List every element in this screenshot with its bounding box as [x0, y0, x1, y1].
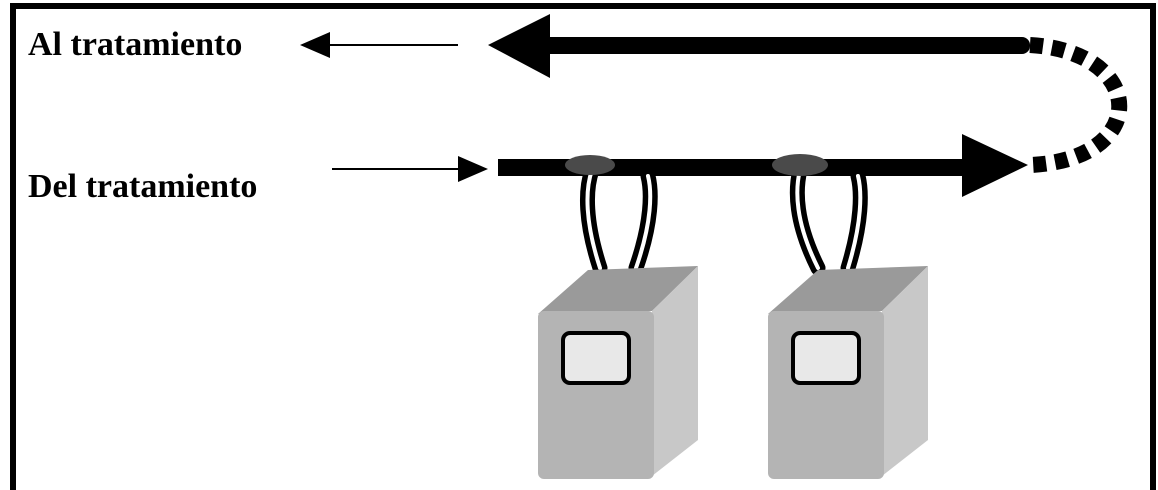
loop-connector-dotted — [1029, 37, 1128, 173]
supply-line-arrow-right-icon — [498, 134, 1028, 197]
label-from-treatment: Del tratamiento — [28, 168, 258, 205]
frame-top-border — [10, 3, 1156, 9]
label-to-treatment: Al tratamiento — [28, 26, 243, 63]
frame-left-border — [10, 3, 16, 490]
dialysis-unit-icon — [538, 155, 698, 479]
thin-arrow-right-icon — [332, 156, 488, 182]
dialysis-unit-icon — [768, 154, 928, 479]
thin-arrow-left-icon — [300, 32, 458, 58]
return-line-arrow-left-icon — [488, 14, 1030, 78]
frame-right-border — [1150, 3, 1156, 490]
